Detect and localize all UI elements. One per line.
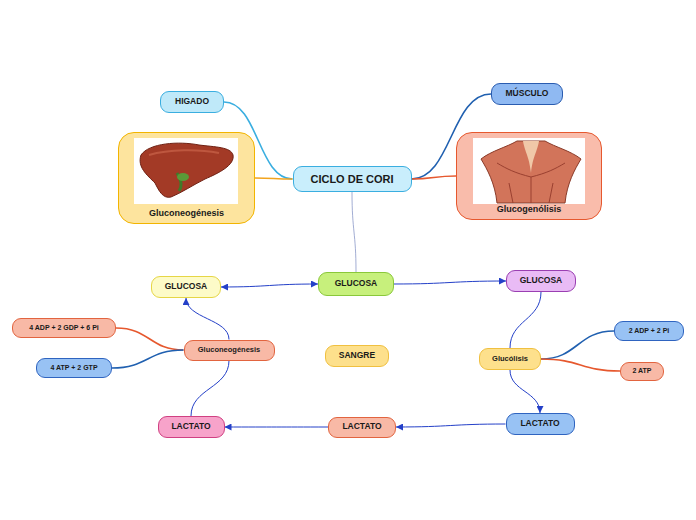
- node-label: 4 ADP + 2 GDP + 6 Pi: [29, 324, 99, 332]
- connector: [396, 424, 506, 427]
- image-box: Gluconeogénesis: [118, 132, 255, 224]
- topic-box: GLUCOSA: [151, 276, 221, 298]
- node-label: LACTATO: [520, 419, 559, 428]
- node-label: LACTATO: [342, 422, 381, 431]
- connector: [510, 370, 540, 413]
- connector: [510, 292, 541, 348]
- topic-box: HIGADO: [160, 91, 224, 113]
- topic-box: 4 ATP + 2 GTP: [36, 358, 112, 378]
- node-label: GLUCOSA: [335, 279, 378, 288]
- connector: [255, 178, 293, 179]
- connector: [394, 281, 506, 284]
- topic-box: LACTATO: [158, 416, 225, 438]
- topic-box: 4 ADP + 2 GDP + 6 Pi: [12, 318, 116, 338]
- topic-box: CICLO DE CORI: [293, 166, 412, 192]
- node-label: GLUCOSA: [165, 282, 208, 291]
- topic-box: LACTATO: [328, 417, 396, 438]
- node-label: SANGRE: [339, 351, 375, 360]
- connector: [221, 284, 318, 287]
- node-label: HIGADO: [175, 97, 209, 106]
- node-label: MÚSCULO: [506, 89, 549, 98]
- image-box: Glucogenólisis: [456, 132, 602, 220]
- node-label: 2 ATP: [632, 367, 651, 375]
- node-label: Glucólisis: [492, 355, 528, 363]
- connector: [225, 427, 329, 428]
- connector: [191, 361, 229, 417]
- node-label: Glucogenólisis: [497, 205, 562, 215]
- connector: [116, 328, 184, 350]
- connector: [541, 359, 620, 371]
- connector: [541, 331, 614, 359]
- topic-box: Gluconeogénesis: [184, 340, 275, 361]
- topic-box: LACTATO: [506, 413, 575, 435]
- topic-box: 2 ATP: [620, 362, 664, 381]
- topic-box: 2 ADP + 2 Pi: [614, 321, 684, 341]
- topic-box: SANGRE: [325, 345, 389, 367]
- connector: [186, 298, 229, 340]
- connector: [352, 192, 356, 272]
- topic-box: GLUCOSA: [318, 272, 394, 296]
- connector: [112, 350, 184, 368]
- node-label: LACTATO: [171, 422, 210, 431]
- node-label: 4 ATP + 2 GTP: [50, 364, 97, 372]
- connector: [412, 176, 457, 179]
- node-label: CICLO DE CORI: [310, 173, 393, 185]
- node-label: Gluconeogénesis: [149, 209, 224, 219]
- topic-box: MÚSCULO: [491, 83, 563, 105]
- node-label: 2 ADP + 2 Pi: [629, 327, 670, 335]
- node-label: Gluconeogénesis: [198, 346, 261, 354]
- topic-box: GLUCOSA: [506, 270, 576, 292]
- topic-box: Glucólisis: [479, 348, 541, 370]
- node-label: GLUCOSA: [520, 276, 563, 285]
